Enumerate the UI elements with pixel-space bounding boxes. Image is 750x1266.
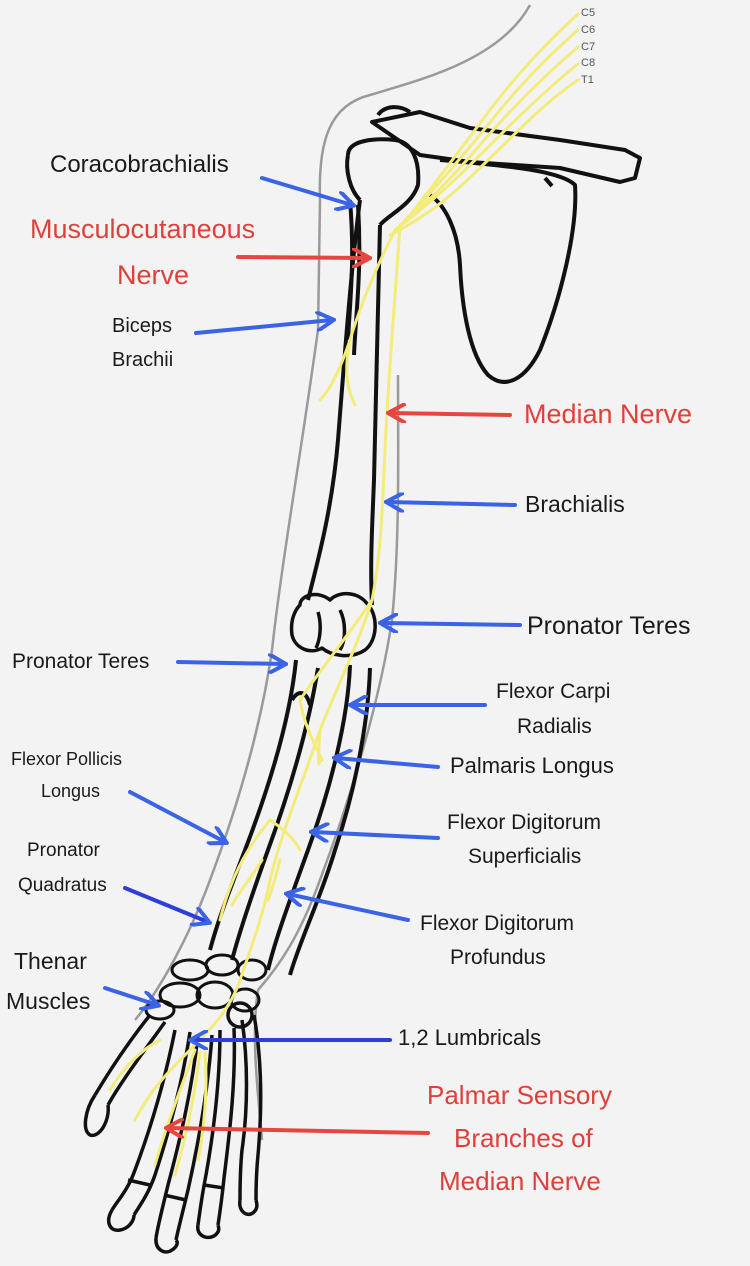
arrow-pronator-teres-right — [382, 623, 522, 625]
label-musculocutaneous-line2: Nerve — [117, 260, 190, 290]
label-thenar-line2: Muscles — [6, 988, 91, 1014]
label-pronator-teres-right: Pronator Teres — [527, 612, 691, 640]
label-coracobrachialis: Coracobrachialis — [50, 151, 229, 178]
label-biceps-line2: Brachii — [112, 349, 174, 371]
muscle-arrows — [103, 176, 522, 1005]
label-fcr-line2: Radialis — [517, 715, 592, 738]
label-fds-line1: Flexor Digitorum — [447, 811, 602, 834]
label-fdp-line2: Profundus — [450, 946, 546, 969]
humerus — [306, 137, 421, 606]
label-median-nerve: Median Nerve — [524, 399, 693, 429]
arrow-pronator-quadratus — [123, 886, 208, 922]
label-palmar-line3: Median Nerve — [439, 1166, 601, 1196]
label-fcr-line1: Flexor Carpi — [496, 680, 611, 703]
label-palmar-line2: Branches of — [454, 1123, 593, 1153]
root-t1: T1 — [581, 74, 594, 86]
arrow-median-nerve — [390, 413, 512, 415]
root-c7: C7 — [581, 41, 596, 53]
elbow — [289, 592, 377, 658]
arrow-musculocutaneous — [236, 257, 368, 258]
label-musculocutaneous-line1: Musculocutaneous — [30, 214, 256, 244]
arrow-fpl — [128, 790, 225, 842]
arrow-thenar — [103, 986, 157, 1005]
arrow-brachialis — [388, 502, 517, 505]
label-lumbricals: 1,2 Lumbricals — [398, 1025, 542, 1050]
label-fds-line2: Superficialis — [468, 845, 582, 868]
root-c6: C6 — [581, 24, 596, 36]
label-pq-line2: Quadratus — [18, 875, 107, 896]
label-fpl-line2: Longus — [41, 781, 101, 801]
arrow-palmaris — [336, 758, 440, 767]
label-palmar-line1: Palmar Sensory — [427, 1080, 612, 1110]
label-pronator-teres-left: Pronator Teres — [12, 650, 150, 673]
label-fpl-line1: Flexor Pollicis — [11, 749, 123, 769]
arrow-fdp — [288, 894, 410, 922]
label-biceps-line1: Biceps — [112, 315, 173, 337]
label-palmaris-longus: Palmaris Longus — [450, 753, 614, 778]
root-c8: C8 — [581, 57, 596, 69]
root-c5: C5 — [581, 7, 596, 19]
arrow-fds — [313, 832, 440, 838]
carpals — [144, 953, 268, 1021]
scapula-clavicle — [370, 105, 642, 384]
nerve-arrows — [168, 257, 512, 1133]
arrow-coracobrachialis — [260, 176, 352, 205]
label-thenar-line1: Thenar — [14, 948, 87, 974]
label-pq-line1: Pronator — [27, 840, 100, 861]
label-fdp-line1: Flexor Digitorum — [420, 912, 575, 935]
deep-blue-arrows — [123, 886, 392, 1040]
arrow-biceps — [194, 320, 332, 335]
hand-bones — [83, 1001, 263, 1254]
arrow-palmar-sensory — [168, 1128, 430, 1133]
label-brachialis: Brachialis — [525, 491, 625, 517]
arrow-pronator-teres-left — [176, 662, 284, 664]
